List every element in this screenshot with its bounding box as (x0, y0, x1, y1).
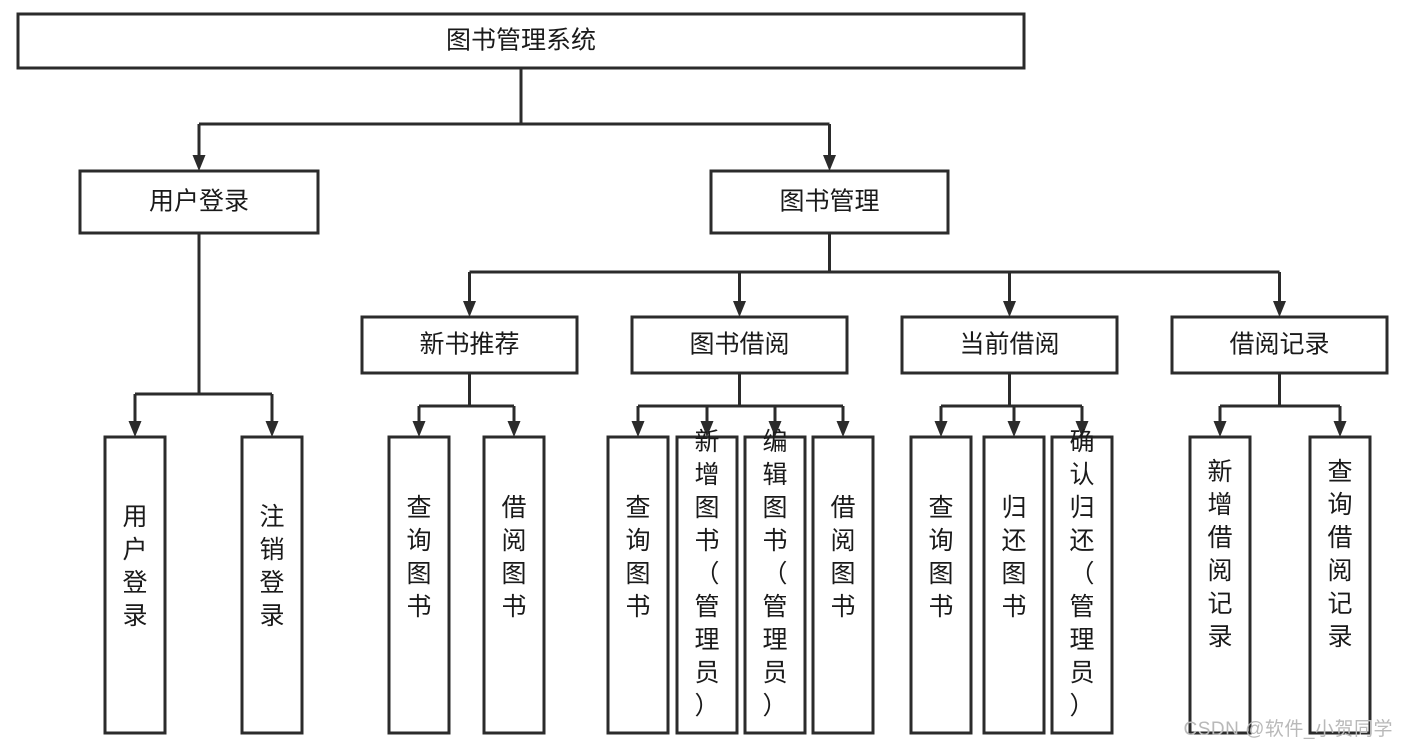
node-label-leaf-borrow-book-2: 借阅图书 (830, 494, 855, 621)
connector-layer (128, 68, 1347, 437)
node-leaf-add-record[interactable]: 新增借阅记录 (1188, 435, 1252, 735)
node-label-leaf-user-logout: 注销登录 (259, 503, 284, 630)
node-user-login[interactable]: 用户登录 (78, 169, 320, 235)
node-root[interactable]: 图书管理系统 (16, 12, 1026, 70)
node-box-book-manage (709, 169, 950, 235)
node-leaf-user-login[interactable]: 用户登录 (103, 435, 167, 735)
node-borrow-record[interactable]: 借阅记录 (1170, 315, 1389, 375)
node-label-root: 图书管理系统 (446, 27, 596, 55)
node-book-manage[interactable]: 图书管理 (709, 169, 950, 235)
node-box-leaf-borrow-book-1 (482, 435, 546, 735)
node-box-borrow-record (1170, 315, 1389, 375)
node-leaf-return-book[interactable]: 归还图书 (982, 435, 1046, 735)
node-leaf-edit-book[interactable]: 编辑图书（管理员） (743, 428, 807, 735)
node-leaf-query-book-2[interactable]: 查询图书 (606, 435, 670, 735)
node-label-leaf-edit-book: 编辑图书（管理员） (762, 428, 787, 720)
csdn-watermark: CSDN @软件_小贺同学 (1183, 719, 1393, 740)
node-book-borrow[interactable]: 图书借阅 (630, 315, 849, 375)
node-box-new-book-recommend (360, 315, 579, 375)
node-label-leaf-add-record: 新增借阅记录 (1207, 458, 1232, 651)
node-label-borrow-record: 借阅记录 (1229, 331, 1329, 359)
node-label-leaf-return-book: 归还图书 (1001, 494, 1026, 621)
node-leaf-add-book[interactable]: 新增图书（管理员） (675, 428, 739, 735)
node-box-root (16, 12, 1026, 70)
node-label-leaf-query-record: 查询借阅记录 (1327, 458, 1352, 651)
node-box-leaf-query-book-3 (909, 435, 973, 735)
node-leaf-query-record[interactable]: 查询借阅记录 (1308, 435, 1372, 735)
node-box-leaf-confirm-return (1050, 435, 1114, 735)
node-box-leaf-add-record (1188, 435, 1252, 735)
node-leaf-borrow-book-1[interactable]: 借阅图书 (482, 435, 546, 735)
node-box-leaf-return-book (982, 435, 1046, 735)
node-label-user-login: 用户登录 (149, 188, 249, 216)
node-label-book-borrow: 图书借阅 (689, 331, 789, 359)
node-box-leaf-query-book-2 (606, 435, 670, 735)
node-label-leaf-user-login: 用户登录 (122, 503, 147, 630)
node-new-book-recommend[interactable]: 新书推荐 (360, 315, 579, 375)
node-box-leaf-query-book-1 (387, 435, 451, 735)
node-layer: 图书管理系统用户登录图书管理新书推荐图书借阅当前借阅借阅记录用户登录注销登录查询… (16, 12, 1389, 735)
node-box-leaf-add-book (675, 435, 739, 735)
node-box-current-borrow (900, 315, 1119, 375)
node-box-user-login (78, 169, 320, 235)
node-label-leaf-query-book-1: 查询图书 (406, 494, 431, 621)
node-label-leaf-query-book-2: 查询图书 (625, 494, 650, 621)
node-label-leaf-query-book-3: 查询图书 (928, 494, 953, 621)
node-leaf-confirm-return[interactable]: 确认归还（管理员） (1050, 428, 1114, 735)
node-label-book-manage: 图书管理 (779, 188, 879, 216)
node-leaf-borrow-book-2[interactable]: 借阅图书 (811, 435, 875, 735)
node-label-current-borrow: 当前借阅 (959, 331, 1059, 359)
node-label-leaf-confirm-return: 确认归还（管理员） (1069, 428, 1094, 720)
node-leaf-query-book-1[interactable]: 查询图书 (387, 435, 451, 735)
node-label-leaf-add-book: 新增图书（管理员） (694, 428, 719, 720)
node-current-borrow[interactable]: 当前借阅 (900, 315, 1119, 375)
node-box-leaf-borrow-book-2 (811, 435, 875, 735)
node-box-leaf-user-login (103, 435, 167, 735)
node-box-leaf-user-logout (240, 435, 304, 735)
node-box-leaf-query-record (1308, 435, 1372, 735)
node-box-book-borrow (630, 315, 849, 375)
node-leaf-user-logout[interactable]: 注销登录 (240, 435, 304, 735)
node-label-leaf-borrow-book-1: 借阅图书 (501, 494, 526, 621)
node-leaf-query-book-3[interactable]: 查询图书 (909, 435, 973, 735)
node-label-new-book-recommend: 新书推荐 (419, 331, 519, 359)
node-box-leaf-edit-book (743, 435, 807, 735)
